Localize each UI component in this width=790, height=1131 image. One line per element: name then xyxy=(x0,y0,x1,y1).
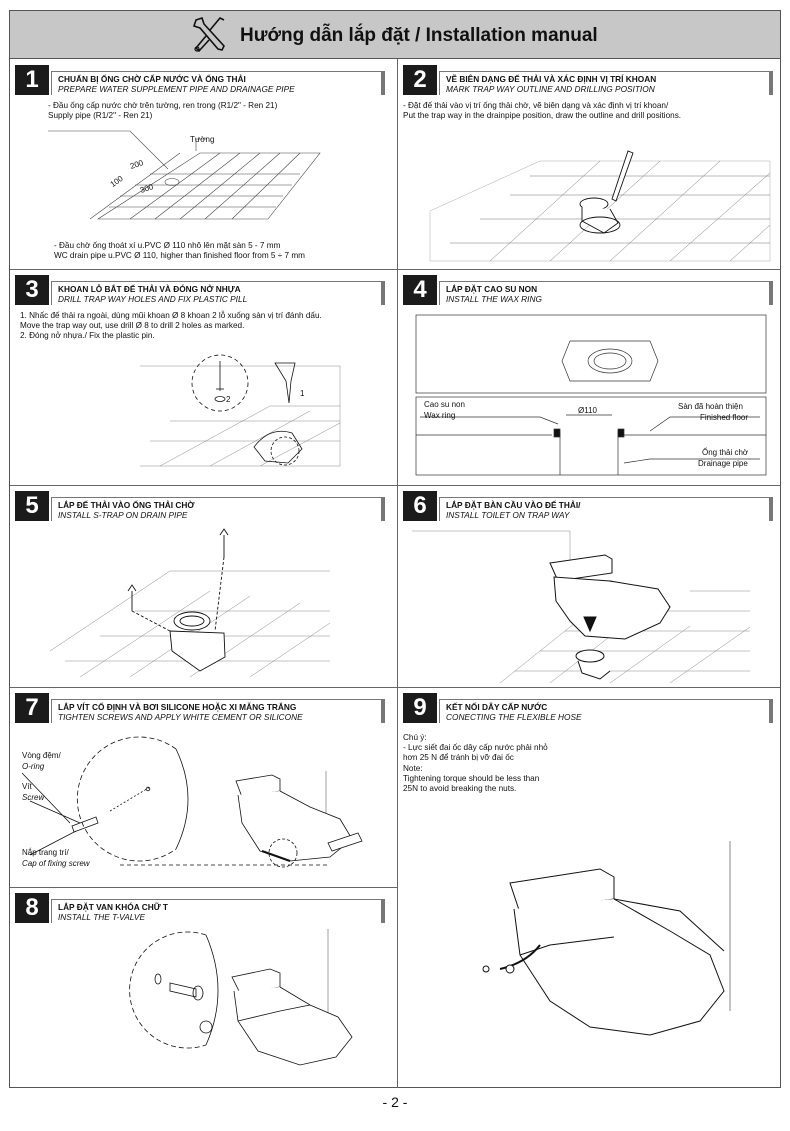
note-line: - Đầu ống cấp nước chờ trên tường, ren t… xyxy=(48,101,278,110)
mark-1: 1 xyxy=(300,389,305,398)
step-title-en: INSTALL S-TRAP ON DRAIN PIPE xyxy=(58,510,188,520)
step-title-en: MARK TRAP WAY OUTLINE AND DRILLING POSIT… xyxy=(446,84,655,94)
step-1-note-2: - Đầu chờ ống thoát xí u.PVC Ø 110 nhô l… xyxy=(54,241,394,261)
note-line: Tightening torque should be less than xyxy=(403,773,540,783)
drill-diagram xyxy=(140,354,341,467)
column-divider xyxy=(397,59,398,1088)
step-title-vn: CHUẨN BỊ ỐNG CHỜ CẤP NƯỚC VÀ ỐNG THẢI xyxy=(58,74,246,84)
step-title-box: LẮP ĐẶT VAN KHÓA CHỮ T INSTALL THE T-VAL… xyxy=(51,899,385,923)
note-line: Note: xyxy=(403,763,423,773)
note-line: Supply pipe (R1/2" - Ren 21) xyxy=(48,111,153,121)
step-number: 4 xyxy=(403,275,437,305)
step-title-box: CHUẨN BỊ ỐNG CHỜ CẤP NƯỚC VÀ ỐNG THẢI PR… xyxy=(51,71,385,95)
step-title-vn: LẮP ĐẶT CAO SU NON xyxy=(446,284,538,294)
step-number: 3 xyxy=(15,275,49,305)
toilet-on-trap-diagram xyxy=(412,530,751,684)
page-number: - 2 - xyxy=(382,1094,408,1110)
page-title: Hướng dẫn lắp đặt / Installation manual xyxy=(240,25,598,46)
step-number: 5 xyxy=(15,491,49,521)
step-title-vn: LẮP ĐẾ THẢI VÀO ỐNG THẢI CHỜ xyxy=(58,500,195,510)
step-title-box: LẮP ĐẶT CAO SU NON INSTALL THE WAX RING xyxy=(439,281,773,305)
note-line: WC drain pipe u.PVC Ø 110, higher than f… xyxy=(54,251,305,261)
step-title-box: LẮP ĐẶT BÀN CẦU VÀO ĐẾ THẢI/ INSTALL TOI… xyxy=(439,497,773,521)
step-title-vn: VẼ BIÊN DẠNG ĐẾ THẢI VÀ XÁC ĐỊNH VỊ TRÍ … xyxy=(446,74,657,84)
step-title-vn: LẮP VÍT CỐ ĐỊNH VÀ BƠI SILICONE HOẶC XI … xyxy=(58,702,297,712)
step-title-box: LẮP VÍT CỐ ĐỊNH VÀ BƠI SILICONE HOẶC XI … xyxy=(51,699,385,723)
note-line: - Đặt đế thải vào vị trí ống thải chờ, v… xyxy=(403,101,669,110)
oring-label-vn: Vòng đệm/ xyxy=(22,751,61,760)
step-title-box: LẮP ĐẾ THẢI VÀO ỐNG THẢI CHỜ INSTALL S-T… xyxy=(51,497,385,521)
manual-sheet: Hướng dẫn lắp đặt / Installation manual … xyxy=(9,10,781,1088)
step-1-note-1: - Đầu ống cấp nước chờ trên tường, ren t… xyxy=(48,101,388,121)
step-title-en: INSTALL TOILET ON TRAP WAY xyxy=(446,510,570,520)
step-title-en: DRILL TRAP WAY HOLES AND FIX PLASTIC PIL… xyxy=(58,294,248,304)
step-number: 6 xyxy=(403,491,437,521)
pipe-label-en: Drainage pipe xyxy=(698,459,748,468)
step-2-note: - Đặt đế thải vào vị trí ống thải chờ, v… xyxy=(403,101,778,121)
step-number: 2 xyxy=(403,65,437,95)
step-title-en: INSTALL THE WAX RING xyxy=(446,294,542,304)
wax-ring-label-en: Wax ring xyxy=(424,411,456,420)
step-number: 1 xyxy=(15,65,49,95)
note-line: - Đầu chờ ống thoát xí u.PVC Ø 110 nhô l… xyxy=(54,241,281,250)
note-line: 2. Đóng nở nhựa./ Fix the plastic pin. xyxy=(20,331,155,341)
tools-icon xyxy=(192,16,225,53)
note-line: Chú ý: xyxy=(403,733,427,742)
header-bar: Hướng dẫn lắp đặt / Installation manual xyxy=(10,11,780,59)
diameter-label: Ø110 xyxy=(578,406,597,415)
step-number: 8 xyxy=(15,893,49,923)
step-title-box: KHOAN LỖ BẮT ĐẾ THẢI VÀ ĐÓNG NỞ NHỰA DRI… xyxy=(51,281,385,305)
cap-label-en: Cap of fixing screw xyxy=(22,859,90,868)
note-line: 1. Nhấc đế thải ra ngoài, dùng mũi khoan… xyxy=(20,311,322,320)
step-title-box: VẼ BIÊN DẠNG ĐẾ THẢI VÀ XÁC ĐỊNH VỊ TRÍ … xyxy=(439,71,773,95)
step-title-vn: KHOAN LỖ BẮT ĐẾ THẢI VÀ ĐÓNG NỞ NHỰA xyxy=(58,284,241,294)
step-number: 7 xyxy=(15,693,49,723)
row-divider-3 xyxy=(10,687,780,688)
step-9-note: Chú ý: - Lực siết đai ốc dây cấp nước ph… xyxy=(403,733,583,794)
cap-label-vn: Nắp trang trí/ xyxy=(22,848,69,857)
screw-label-en: Screw xyxy=(22,793,45,802)
floor-grid-diagram xyxy=(48,130,321,220)
screw-fixing-diagram xyxy=(21,736,363,868)
wax-ring-label-vn: Cao su non xyxy=(424,400,465,409)
oring-label-en: O-ring xyxy=(22,762,45,771)
row-divider-1 xyxy=(10,269,780,270)
note-line: hơn 25 N để tránh bị vỡ đai ốc xyxy=(403,753,514,763)
step-number: 9 xyxy=(403,693,437,723)
step-title-en: TIGHTEN SCREWS AND APPLY WHITE CEMENT OR… xyxy=(58,712,303,722)
note-line: Put the trap way in the drainpipe positi… xyxy=(403,111,682,121)
note-line: - Lực siết đai ốc dây cấp nước phải nhỏ xyxy=(403,743,548,753)
step-title-vn: LẮP ĐẶT VAN KHÓA CHỮ T xyxy=(58,902,168,912)
note-line: 25N to avoid breaking the nuts. xyxy=(403,784,517,794)
step-title-vn: KẾT NỐI DÂY CẤP NƯỚC xyxy=(446,702,548,712)
t-valve-diagram xyxy=(129,929,353,1066)
s-trap-diagram xyxy=(49,528,331,678)
floor-label-vn: Sàn đã hoàn thiện xyxy=(678,402,743,411)
step-title-en: PREPARE WATER SUPPLEMENT PIPE AND DRAINA… xyxy=(58,84,295,94)
row-divider-2 xyxy=(10,485,780,486)
note-line: Move the trap way out, use drill Ø 8 to … xyxy=(20,321,245,331)
step-title-box: KẾT NỐI DÂY CẤP NƯỚC CONECTING THE FLEXI… xyxy=(439,699,773,723)
step-title-en: INSTALL THE T-VALVE xyxy=(58,912,146,922)
screw-label-vn: Vít xyxy=(22,782,32,791)
floor-label-en: Finished floor xyxy=(700,413,749,422)
wax-ring-diagram xyxy=(415,314,767,476)
step-title-en: CONECTING THE FLEXIBLE HOSE xyxy=(446,712,582,722)
step-3-note: 1. Nhấc đế thải ra ngoài, dùng mũi khoan… xyxy=(20,311,392,342)
step-title-vn: LẮP ĐẶT BÀN CẦU VÀO ĐẾ THẢI/ xyxy=(446,500,581,510)
wall-label: Tường xyxy=(190,135,215,144)
row-divider-4 xyxy=(10,887,397,888)
trap-outline-diagram xyxy=(429,150,771,262)
pipe-label-vn: Ống thải chờ xyxy=(702,448,749,457)
flexible-hose-diagram xyxy=(482,841,731,1036)
mark-2: 2 xyxy=(226,395,231,404)
